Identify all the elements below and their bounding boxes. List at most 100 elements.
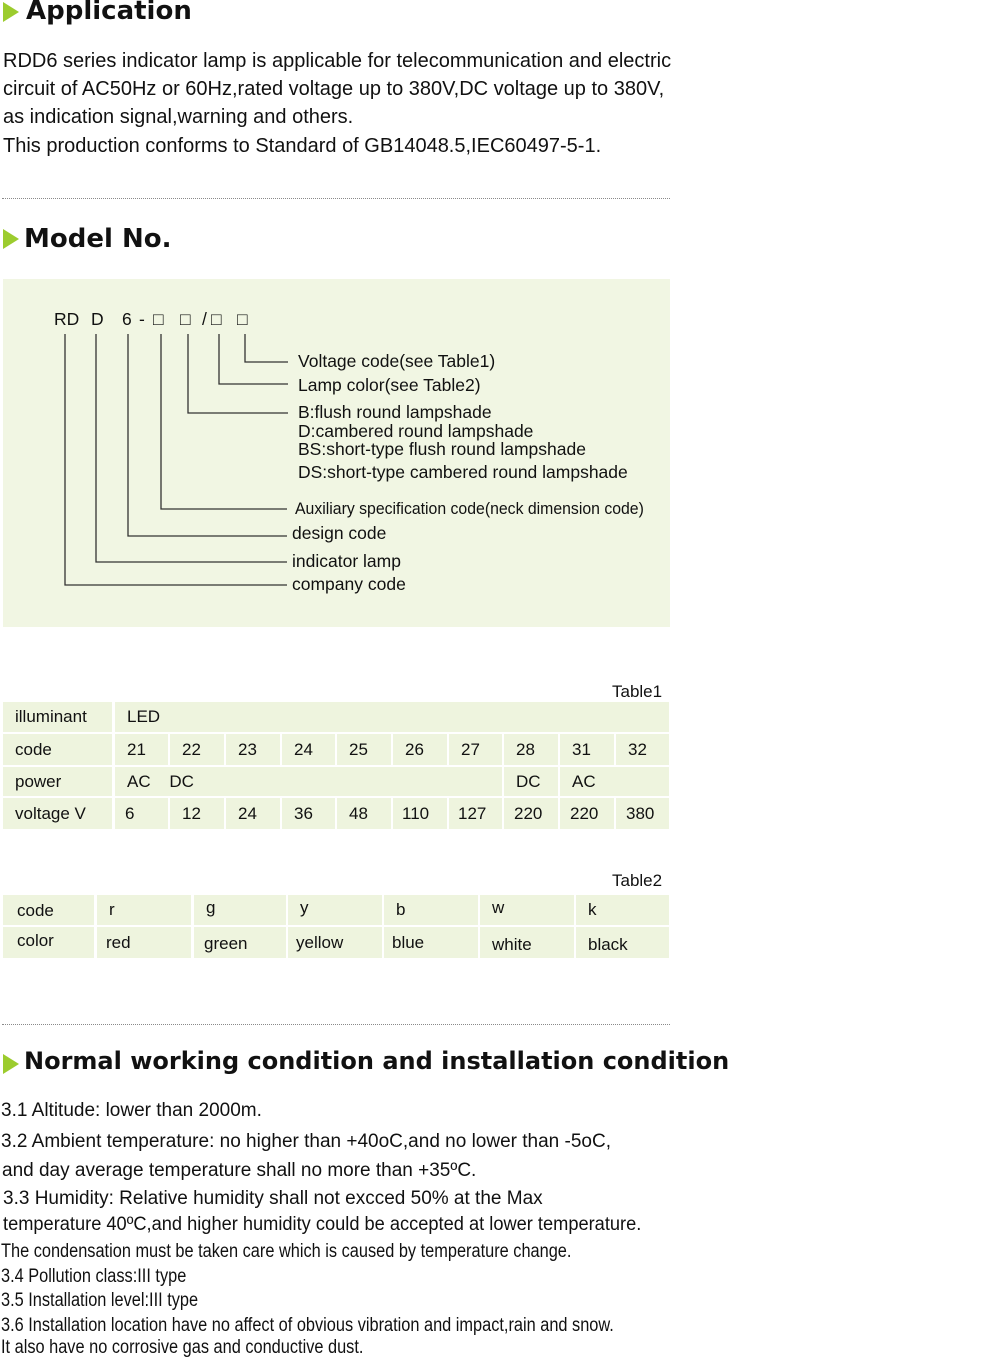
table1-code-25: 25 <box>337 734 391 765</box>
cell-text: 127 <box>458 804 487 823</box>
cell-text: 36 <box>294 804 313 823</box>
application-line-4: This production conforms to Standard of … <box>3 135 602 157</box>
code-part-box-2: □ <box>180 309 191 329</box>
table2-code-k: k <box>576 895 669 925</box>
label-lampshade-b: B:flush round lampshade <box>298 402 492 422</box>
divider <box>2 198 670 199</box>
label-voltage-code: Voltage code(see Table1) <box>298 351 496 371</box>
model-connector-lines <box>64 334 288 586</box>
label-lampshade-d: D:cambered round lampshade <box>298 421 534 441</box>
table2-color-white: white <box>480 927 574 958</box>
cell-text: y <box>300 898 309 917</box>
label-lampshade-ds: DS:short-type cambered round lampshade <box>298 462 628 482</box>
condition-line-10: It also have no corrosive gas and conduc… <box>1 1337 364 1358</box>
application-line-3: as indication signal,warning and others. <box>3 106 354 128</box>
table2-code-b: b <box>384 895 478 925</box>
cell-text: 26 <box>405 740 424 759</box>
table1-voltage-12: 12 <box>170 798 224 829</box>
power-dc: DC <box>169 772 194 791</box>
cell-text: black <box>588 935 628 954</box>
cell-text: 220 <box>570 804 599 823</box>
cell-text: red <box>106 933 131 952</box>
application-line-2: circuit of AC50Hz or 60Hz,rated voltage … <box>3 78 665 100</box>
cell-text: b <box>396 900 406 919</box>
table1-voltage-48: 48 <box>337 798 391 829</box>
code-part-d: D <box>91 309 104 329</box>
cell-text: 220 <box>514 804 543 823</box>
cell-text: 22 <box>182 740 201 759</box>
table1-voltage-label: voltage V <box>3 798 112 829</box>
cell-text: 25 <box>349 740 368 759</box>
table1-illuminant-label: illuminant <box>3 702 112 732</box>
cell-text: 380 <box>626 804 655 823</box>
label-indicator-lamp: indicator lamp <box>292 551 401 571</box>
cell-text: w <box>492 898 505 917</box>
label-lamp-color: Lamp color(see Table2) <box>298 375 481 395</box>
table2-caption: Table2 <box>612 871 663 890</box>
table1-code-26: 26 <box>393 734 447 765</box>
code-part-dash: - <box>139 309 145 329</box>
cell-text: k <box>588 900 597 919</box>
table1-voltage-110: 110 <box>393 798 447 829</box>
cell-text: 48 <box>349 804 368 823</box>
cell-text: voltage V <box>15 804 86 823</box>
cell-text: LED <box>127 707 161 726</box>
table2-code-y: y <box>288 895 382 925</box>
cell-text: r <box>109 900 115 919</box>
cell-text: 6 <box>125 804 135 823</box>
cell-text: power <box>15 772 62 791</box>
power-ac: AC <box>127 772 151 791</box>
table1-voltage-6: 6 <box>115 798 168 829</box>
cell-text: 23 <box>238 740 257 759</box>
table2-code-r: r <box>97 895 191 925</box>
code-part-box-1: □ <box>153 309 164 329</box>
table1-code-23: 23 <box>226 734 280 765</box>
cell-text: illuminant <box>15 707 87 726</box>
section-arrow-icon <box>3 1054 19 1074</box>
cell-text: white <box>492 935 532 954</box>
table1-code-24: 24 <box>282 734 335 765</box>
label-lampshade-bs: BS:short-type flush round lampshade <box>298 439 586 459</box>
cell-text: 12 <box>182 804 201 823</box>
cell-text: green <box>204 934 248 953</box>
cell-text: 110 <box>402 804 430 823</box>
application-line-1: RDD6 series indicator lamp is applicable… <box>3 50 672 72</box>
conditions-heading: Normal working condition and installatio… <box>24 1047 730 1075</box>
application-heading: Application <box>26 0 192 26</box>
cell-text: g <box>206 898 216 917</box>
code-part-slash: / <box>202 309 207 329</box>
cell-text: AC <box>572 772 596 791</box>
table2-code-label: code <box>3 895 94 925</box>
cell-text: 32 <box>628 740 647 759</box>
code-part-rd: RD <box>54 309 80 329</box>
table1-illuminant-value: LED <box>115 702 669 732</box>
table1-power-dc: DC <box>504 767 558 796</box>
table2-color-yellow: yellow <box>288 927 382 958</box>
label-design-code: design code <box>292 523 387 543</box>
table2-color-label: color <box>3 927 94 958</box>
cell-text: 24 <box>238 804 257 823</box>
condition-line-9: 3.6 Installation location have no affect… <box>1 1315 614 1336</box>
cell-text: 31 <box>572 740 591 759</box>
cell-text: 27 <box>461 740 480 759</box>
table1-code-21: 21 <box>115 734 168 765</box>
condition-line-8: 3.5 Installation level:III type <box>1 1290 199 1311</box>
condition-line-7: 3.4 Pollution class:III type <box>1 1266 187 1287</box>
table1-code-label: code <box>3 734 112 765</box>
condition-line-5: temperature 40ºC,and higher humidity cou… <box>3 1214 642 1235</box>
cell-text: color <box>17 931 54 950</box>
table1-code-22: 22 <box>170 734 224 765</box>
divider <box>2 1024 670 1025</box>
table1-code-27: 27 <box>449 734 502 765</box>
table2-color-black: black <box>576 927 669 958</box>
cell-text: blue <box>392 933 425 952</box>
table2-code-g: g <box>194 895 286 925</box>
code-part-box-4: □ <box>237 309 248 329</box>
cell-text: 28 <box>516 740 535 759</box>
cell-text: 21 <box>127 740 146 759</box>
table2-color-green: green <box>194 927 286 958</box>
table1-voltage-220: 220 <box>504 798 558 829</box>
model-heading: Model No. <box>24 224 172 254</box>
table1-code-32: 32 <box>616 734 669 765</box>
table1-code-28: 28 <box>504 734 558 765</box>
